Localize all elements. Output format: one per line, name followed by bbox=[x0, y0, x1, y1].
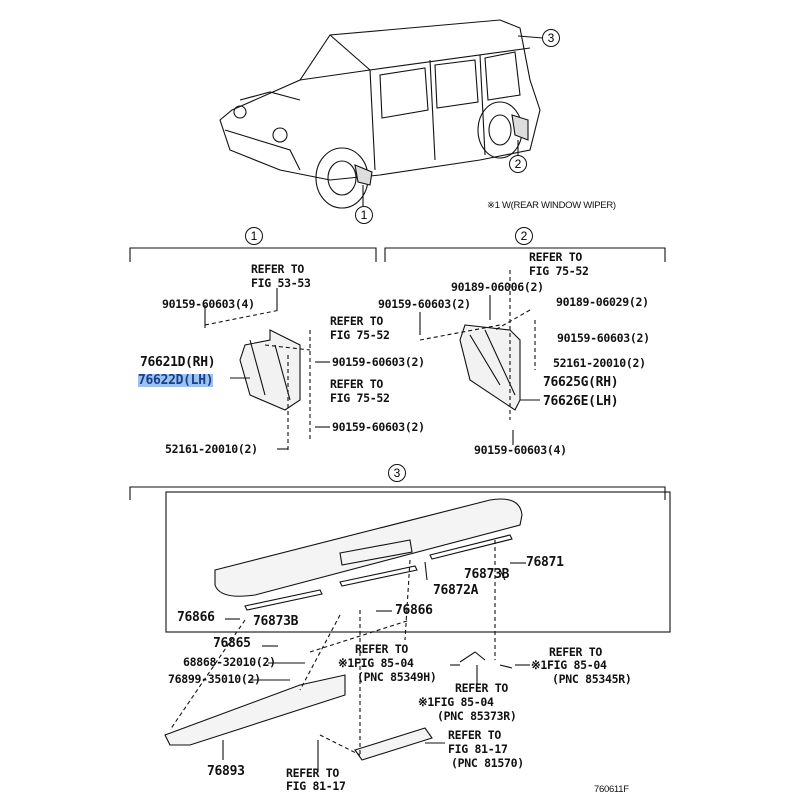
refer-label: REFER TO bbox=[455, 681, 508, 695]
refer-pnc: (PNC 85345R) bbox=[552, 672, 632, 686]
mudguard-front-drawing bbox=[230, 329, 301, 411]
part-number[interactable]: 90159-60603(2) bbox=[557, 331, 650, 345]
part-number[interactable]: 90159-60603(4) bbox=[162, 297, 255, 311]
refer-fig-link[interactable]: ※1FIG 85-04 bbox=[531, 658, 607, 672]
part-number[interactable]: 90189-06006(2) bbox=[451, 280, 544, 294]
refer-fig-link[interactable]: FIG 75-52 bbox=[330, 391, 390, 405]
refer-fig-link[interactable]: ※1FIG 85-04 bbox=[418, 695, 494, 709]
part-number[interactable]: 76621D(RH) bbox=[140, 355, 216, 370]
figure-id: 760611F bbox=[594, 784, 629, 795]
mudguard-rear-drawing bbox=[459, 324, 521, 411]
part-number[interactable]: 76893 bbox=[207, 764, 245, 779]
part-number[interactable]: 76873B bbox=[253, 614, 299, 629]
part-number[interactable]: 76866 bbox=[395, 603, 433, 618]
part-number[interactable]: 76871 bbox=[526, 555, 564, 570]
part-number[interactable]: 76873B bbox=[464, 567, 510, 582]
part-number[interactable]: 76872A bbox=[433, 583, 479, 598]
part-number[interactable]: 90159-60603(2) bbox=[378, 297, 471, 311]
part-number[interactable]: 76866 bbox=[177, 610, 215, 625]
refer-label: REFER TO bbox=[251, 262, 304, 276]
section-3-header: 3 bbox=[388, 464, 406, 482]
refer-fig-link[interactable]: FIG 81-17 bbox=[448, 742, 508, 756]
refer-label: REFER TO bbox=[529, 250, 582, 264]
section-2-header: 2 bbox=[515, 227, 533, 245]
refer-fig-link[interactable]: ※1FIG 85-04 bbox=[338, 656, 414, 670]
refer-label: REFER TO bbox=[330, 314, 383, 328]
part-number[interactable]: 76899-35010(2) bbox=[168, 672, 261, 686]
wiper-note: ※1 W(REAR WINDOW WIPER) bbox=[487, 200, 616, 211]
part-number[interactable]: 68868-32010(2) bbox=[183, 655, 276, 669]
part-number[interactable]: 76865 bbox=[213, 636, 251, 651]
refer-fig-link[interactable]: FIG 81-17 bbox=[286, 779, 346, 793]
part-number[interactable]: 90159-60603(2) bbox=[332, 355, 425, 369]
callout-1: 1 bbox=[355, 206, 373, 224]
part-number[interactable]: 90159-60603(2) bbox=[332, 420, 425, 434]
refer-fig-link[interactable]: FIG 75-52 bbox=[330, 328, 390, 342]
refer-label: REFER TO bbox=[549, 645, 602, 659]
section-1-header: 1 bbox=[245, 227, 263, 245]
refer-pnc: (PNC 81570) bbox=[451, 756, 524, 770]
refer-label: REFER TO bbox=[448, 728, 501, 742]
callout-2: 2 bbox=[509, 155, 527, 173]
refer-fig-link[interactable]: FIG 53-53 bbox=[251, 276, 311, 290]
part-number[interactable]: 76625G(RH) bbox=[543, 375, 619, 390]
part-number[interactable]: 52161-20010(2) bbox=[553, 356, 646, 370]
refer-label: REFER TO bbox=[330, 377, 383, 391]
refer-fig-link[interactable]: FIG 75-52 bbox=[529, 264, 589, 278]
part-number[interactable]: 76626E(LH) bbox=[543, 394, 619, 409]
back-door-garnish-drawing bbox=[164, 498, 523, 761]
refer-pnc: (PNC 85349H) bbox=[357, 670, 437, 684]
refer-label: REFER TO bbox=[355, 642, 408, 656]
vehicle-illustration bbox=[219, 19, 544, 209]
part-number[interactable]: 52161-20010(2) bbox=[165, 442, 258, 456]
refer-pnc: (PNC 85373R) bbox=[437, 709, 517, 723]
part-number[interactable]: 90189-06029(2) bbox=[556, 295, 649, 309]
part-number[interactable]: 90159-60603(4) bbox=[474, 443, 567, 457]
refer-label: REFER TO bbox=[286, 766, 339, 780]
callout-3: 3 bbox=[542, 29, 560, 47]
part-number-selected[interactable]: 76622D(LH) bbox=[138, 373, 214, 388]
